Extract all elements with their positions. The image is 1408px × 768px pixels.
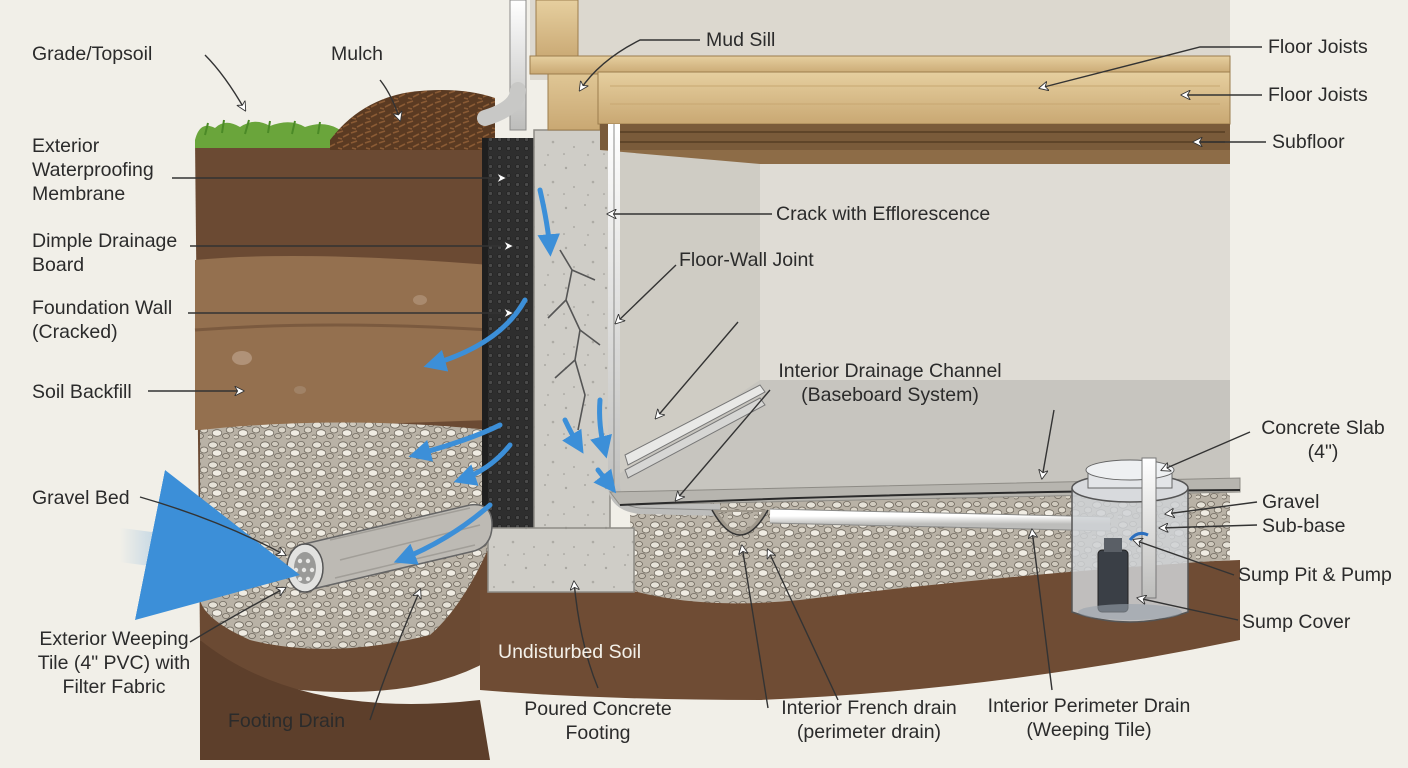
label-sump-pit-pump: Sump Pit & Pump: [1238, 564, 1392, 586]
label-crack-efflorescence: Crack with Efflorescence: [776, 203, 991, 225]
label-mud-sill: Mud Sill: [706, 29, 776, 51]
label-undisturbed-soil: Undisturbed Soil: [498, 641, 642, 663]
label-gravel-bed: Gravel Bed: [32, 487, 130, 509]
label-grade-topsoil: Grade/Topsoil: [32, 43, 153, 65]
leader-arrows: [139, 39, 1266, 721]
label-foundation-wall: Foundation Wall (Cracked): [32, 297, 173, 343]
sump-pit: [1071, 457, 1189, 623]
label-sub-base: Sub-base: [1262, 515, 1346, 537]
interior-french-drain: [711, 509, 769, 536]
label-concrete-slab: Concrete Slab (4"): [1261, 417, 1385, 463]
label-floor-joists-1: Floor Joists: [1268, 36, 1368, 58]
label-footing-drain: Footing Drain: [228, 710, 346, 732]
poured-concrete-footing: [487, 527, 635, 593]
label-interior-french-drain: Interior French drain (perimeter drain): [781, 697, 957, 743]
label-exterior-membrane: Exterior Waterproofing Membrane: [32, 135, 154, 205]
downspout-pipe: [477, 0, 527, 131]
label-dimple-board: Dimple Drainage Board: [32, 230, 178, 276]
floor-joists: [597, 71, 1231, 125]
label-weeping-tile: Exterior Weeping Tile (4" PVC) with Filt…: [37, 628, 191, 698]
foundation-wall: [533, 129, 611, 531]
interior-perimeter-pipe: [769, 509, 1111, 531]
label-floor-wall-joint: Floor-Wall Joint: [679, 249, 814, 271]
label-subfloor: Subfloor: [1272, 131, 1345, 153]
grass-topsoil: [195, 119, 345, 148]
interior-drainage-channel: [624, 384, 766, 479]
water-flow-arrows: [103, 187, 617, 621]
subfloor: [600, 124, 1230, 164]
label-mulch: Mulch: [331, 43, 384, 65]
label-gravel: Gravel: [1262, 491, 1320, 513]
label-interior-perimeter-drain: Interior Perimeter Drain (Weeping Tile): [987, 695, 1191, 741]
waterproofing-membrane: [482, 138, 488, 530]
label-soil-backfill: Soil Backfill: [32, 381, 132, 403]
mud-sill-and-framing: [529, 0, 1231, 131]
label-floor-joists-2: Floor Joists: [1268, 84, 1368, 106]
label-sump-cover: Sump Cover: [1242, 611, 1351, 633]
interior-room: [530, 0, 1230, 495]
mulch-layer: [330, 90, 495, 150]
label-interior-channel: Interior Drainage Channel (Baseboard Sys…: [778, 360, 1002, 406]
label-poured-footing: Poured Concrete Footing: [524, 698, 672, 744]
